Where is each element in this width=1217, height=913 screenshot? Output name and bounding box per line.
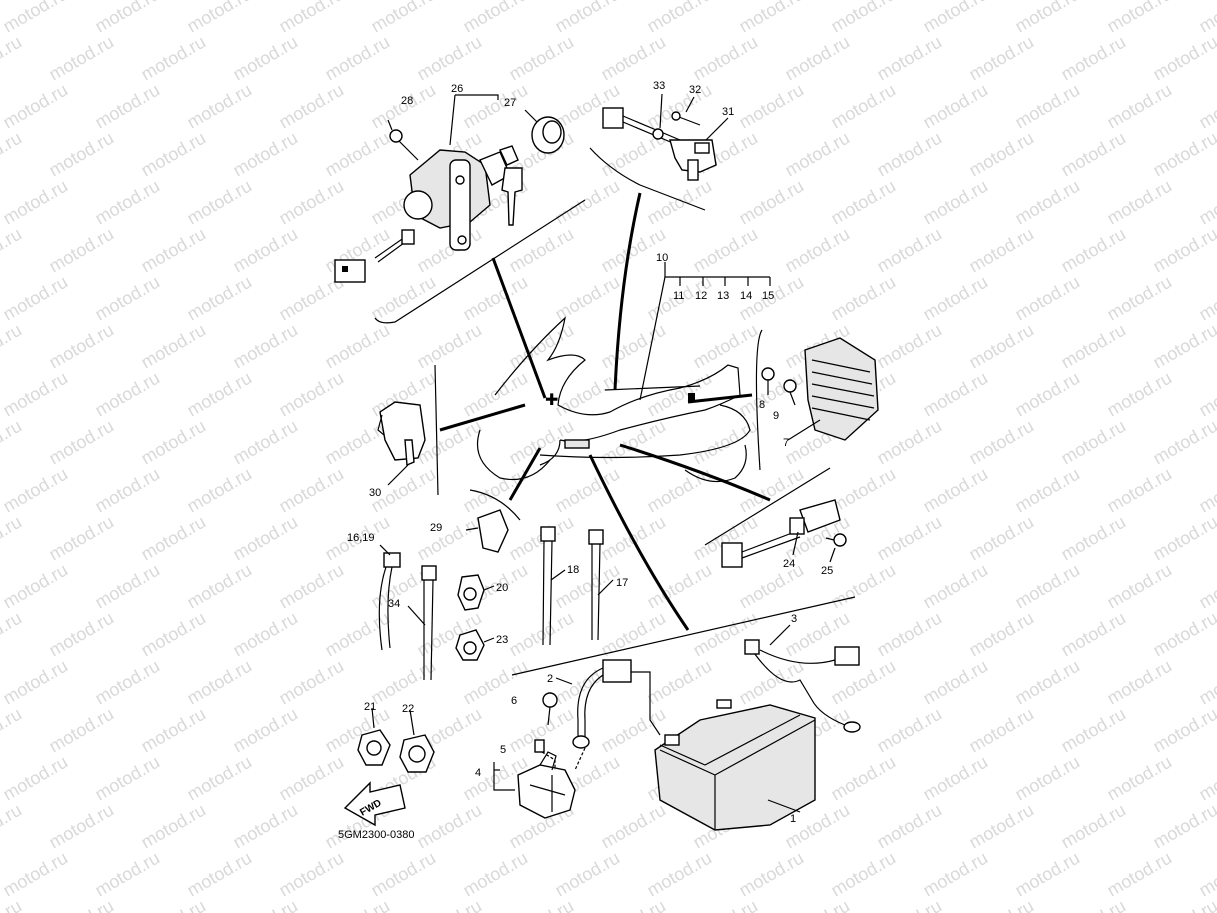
inset-frame-main-switch xyxy=(374,199,586,324)
leader-lines xyxy=(439,192,771,631)
inset-frame-sidestand-switch xyxy=(589,147,706,211)
sensor-assembly xyxy=(721,499,847,568)
label-18: 18 xyxy=(567,564,579,576)
label-4: 4 xyxy=(475,767,481,779)
relay xyxy=(377,401,426,486)
label-11: 11 xyxy=(673,290,684,302)
label-25: 25 xyxy=(821,565,833,577)
label-27: 27 xyxy=(504,97,516,109)
inset-frame-sensor xyxy=(704,467,831,546)
key-cap xyxy=(524,109,565,154)
label-32: 32 xyxy=(689,84,701,96)
scooter-outline: ✚ xyxy=(476,316,751,483)
leader-main-switch xyxy=(491,257,547,399)
label-20: 20 xyxy=(496,582,508,594)
label-9: 9 xyxy=(773,410,779,422)
label-group-10-15 xyxy=(639,262,771,401)
sidestand-switch xyxy=(602,93,729,181)
label-15: 15 xyxy=(762,290,774,302)
inset-frame-rectifier xyxy=(755,329,763,471)
flasher-relay xyxy=(465,509,509,553)
svg-text:✚: ✚ xyxy=(545,392,558,409)
leader-flasher xyxy=(508,447,542,501)
label-8: 8 xyxy=(759,399,765,411)
label-16-19: 16,19 xyxy=(347,532,375,544)
battery-group xyxy=(493,624,861,831)
leader-sidestand xyxy=(613,192,642,391)
label-30: 30 xyxy=(369,487,381,499)
label-13: 13 xyxy=(717,290,729,302)
label-33: 33 xyxy=(653,80,665,92)
fwd-arrow xyxy=(343,781,406,827)
label-3: 3 xyxy=(791,613,797,625)
callout-labels: 1 2 3 4 5 6 7 8 9 10 11 12 13 14 15 16,1… xyxy=(347,80,833,825)
inset-frames xyxy=(374,147,856,676)
label-5: 5 xyxy=(500,744,506,756)
label-10: 10 xyxy=(656,252,668,264)
diagram-code: 5GM2300-0380 xyxy=(338,829,414,841)
label-12: 12 xyxy=(695,290,707,302)
label-14: 14 xyxy=(740,290,752,302)
leader-sensor xyxy=(619,443,771,502)
label-1: 1 xyxy=(790,813,796,825)
inset-frame-flasher xyxy=(469,489,521,521)
label-34: 34 xyxy=(388,598,400,610)
cable-ties xyxy=(378,526,614,681)
label-21: 21 xyxy=(364,701,376,713)
main-switch-assembly xyxy=(334,94,523,283)
label-2: 2 xyxy=(547,673,553,685)
part-28-leader xyxy=(387,119,393,131)
clamps xyxy=(357,574,495,773)
leader-rectifier xyxy=(687,393,753,404)
leader-relay xyxy=(439,403,526,432)
inset-frame-relay xyxy=(434,364,439,496)
leader-battery xyxy=(588,454,690,631)
label-17: 17 xyxy=(616,577,628,589)
label-7: 7 xyxy=(783,437,789,449)
label-23: 23 xyxy=(496,634,508,646)
label-28: 28 xyxy=(401,95,413,107)
label-31: 31 xyxy=(722,106,734,118)
inset-frame-battery xyxy=(511,596,856,676)
label-6: 6 xyxy=(511,695,517,707)
label-24: 24 xyxy=(783,558,795,570)
rectifier-regulator xyxy=(761,337,879,441)
label-29: 29 xyxy=(430,522,442,534)
label-22: 22 xyxy=(402,703,414,715)
label-26: 26 xyxy=(451,83,463,95)
